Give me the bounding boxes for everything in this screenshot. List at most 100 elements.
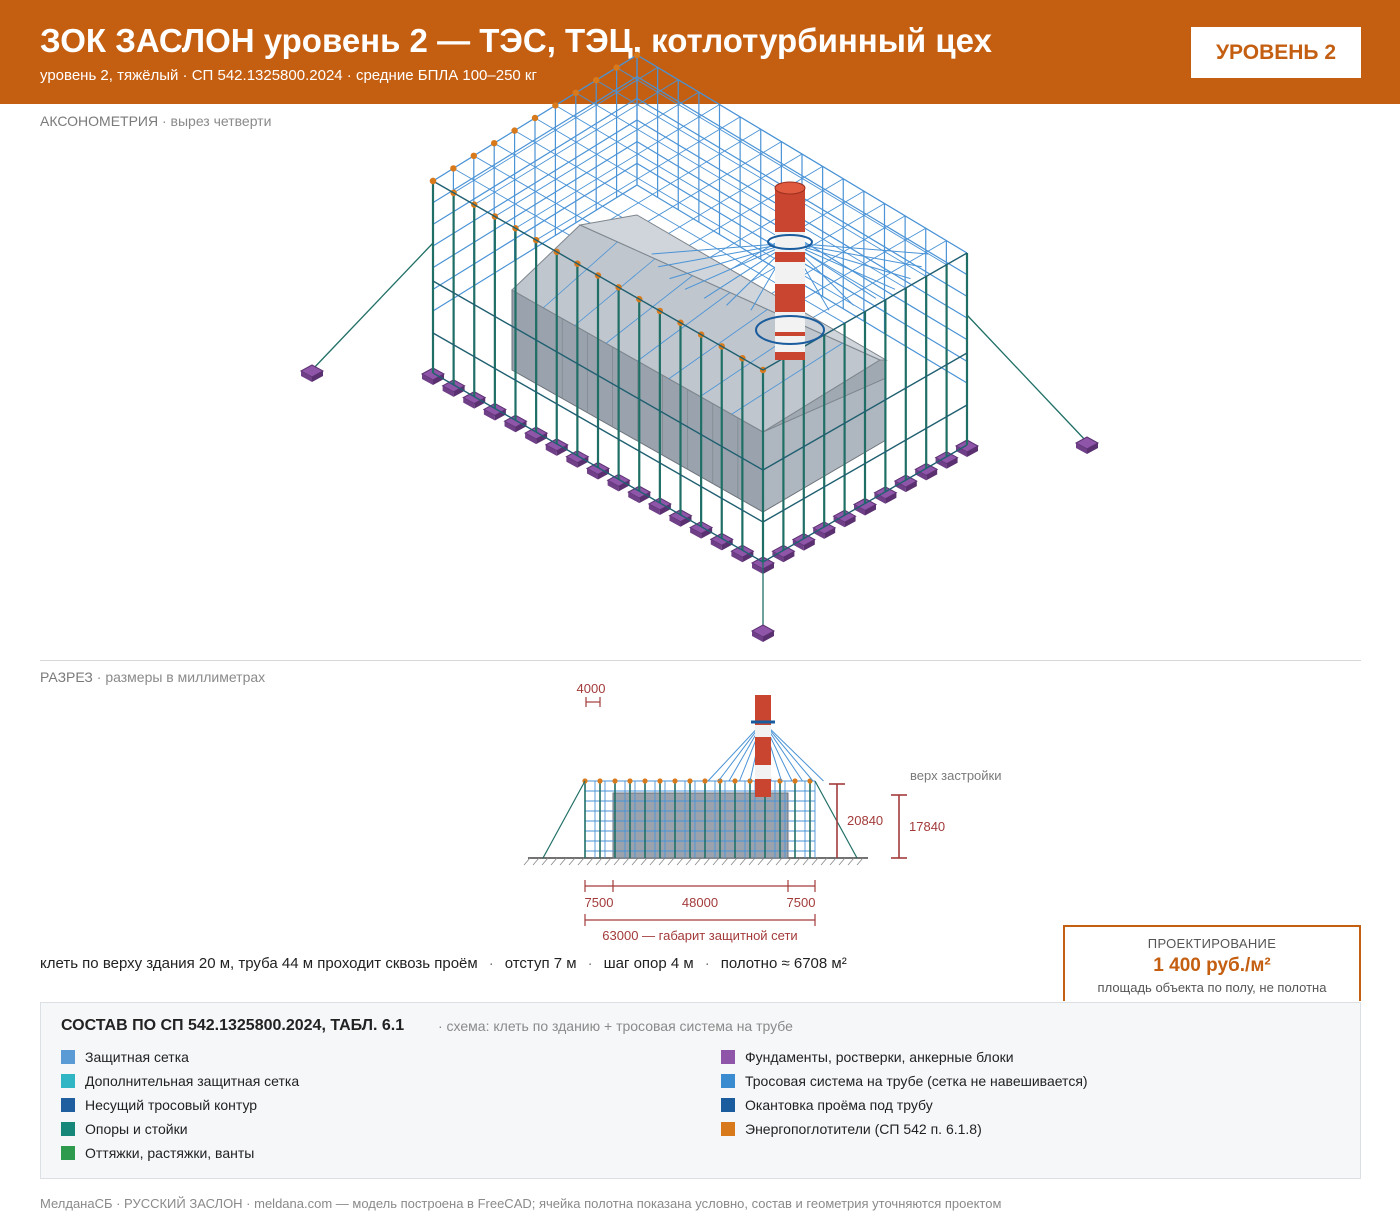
cage-chord xyxy=(762,444,968,563)
stack-body xyxy=(755,695,771,797)
ground-hatch xyxy=(694,857,702,866)
foundation-side xyxy=(772,551,784,563)
ground-hatch xyxy=(712,857,720,866)
foundation-side xyxy=(566,456,578,468)
ground-hatch xyxy=(730,857,738,866)
ground-hatch xyxy=(649,857,657,866)
dimension-annotations: 4000 верх застройки 20840 17840 7500 480… xyxy=(577,681,1002,943)
foundation-side xyxy=(854,504,865,516)
price-box: ПРОЕКТИРОВАНИЕ 1 400 руб./м² площадь объ… xyxy=(1063,925,1361,1001)
energy-absorber xyxy=(572,89,579,97)
foundation-side xyxy=(453,385,465,397)
stack-top xyxy=(774,181,806,195)
ground-hatch xyxy=(748,857,756,866)
ground-hatch xyxy=(568,857,576,866)
legend-swatch xyxy=(721,1050,735,1064)
axonometry-title: АКСОНОМЕТРИЯ xyxy=(40,113,159,129)
stack-cable xyxy=(707,721,764,782)
stack-cable xyxy=(684,242,791,290)
ground-hatch xyxy=(739,857,747,866)
mesh-horizontal xyxy=(432,119,638,247)
ground-hatch xyxy=(595,857,603,866)
energy-absorber xyxy=(717,778,723,784)
foundation-side xyxy=(587,468,598,480)
foundation-side xyxy=(721,539,733,551)
foundation-side xyxy=(844,516,856,528)
ground-hatch xyxy=(703,857,711,866)
ground-hatch xyxy=(604,857,612,866)
foundation-side xyxy=(710,539,722,551)
ground-hatch xyxy=(838,857,846,866)
foundation-side xyxy=(792,539,804,551)
foundation-side xyxy=(515,421,527,433)
ground-hatch xyxy=(523,857,531,866)
stack-white-band xyxy=(755,765,771,779)
dim-pitch-text: 4000 xyxy=(577,681,606,696)
legend-swatch xyxy=(61,1146,75,1160)
summary-line: клеть по верху здания 20 м, труба 44 м п… xyxy=(40,955,847,972)
legend-scheme: · схема: клеть по зданию + тросовая сист… xyxy=(438,1018,793,1034)
ground-hatch xyxy=(811,857,819,866)
legend-item: Фундаменты, ростверки, анкерные блоки xyxy=(721,1045,1088,1069)
foundation-side xyxy=(598,468,609,480)
ground-hatch xyxy=(856,857,864,866)
energy-absorber xyxy=(627,778,633,784)
energy-absorber xyxy=(633,51,641,59)
price-value: 1 400 руб./м² xyxy=(1153,955,1271,976)
stack-cable xyxy=(658,242,791,268)
energy-absorber xyxy=(531,114,539,122)
legend-title: СОСТАВ ПО СП 542.1325800.2024, ТАБЛ. 6.1 xyxy=(61,1017,405,1034)
ground-hatch xyxy=(721,857,729,866)
energy-absorber xyxy=(642,778,648,784)
foundation-side xyxy=(680,515,692,527)
ground-hatch xyxy=(784,857,792,866)
ground-hatch xyxy=(577,857,585,866)
energy-absorber xyxy=(429,177,437,185)
energy-absorber xyxy=(450,165,457,172)
foundation-side xyxy=(915,469,927,481)
energy-absorber xyxy=(672,778,678,784)
guy-lines xyxy=(299,242,1100,642)
cage-chord xyxy=(432,180,764,371)
energy-absorber xyxy=(657,778,663,784)
roof-mesh-line xyxy=(605,275,693,344)
summary-offset: отступ 7 м xyxy=(504,955,577,972)
legend-swatch xyxy=(61,1074,75,1088)
foundation-side xyxy=(865,504,876,516)
foundation-side xyxy=(463,397,475,409)
ground-hatch xyxy=(586,857,594,866)
legend-swatch xyxy=(61,1122,75,1136)
stack-white-band xyxy=(775,232,805,252)
header-banner: ЗОК ЗАСЛОН уровень 2 — ТЭС, ТЭЦ, котлоту… xyxy=(0,0,1400,104)
legend-swatch xyxy=(721,1122,735,1136)
ground-hatch xyxy=(550,857,558,866)
foundation-side xyxy=(536,433,548,445)
foundation-side xyxy=(967,446,978,457)
axonometric-view xyxy=(299,51,1100,642)
foundation-side xyxy=(577,456,589,468)
price-label: ПРОЕКТИРОВАНИЕ xyxy=(1147,936,1277,951)
stack-cable xyxy=(789,242,911,280)
axonometry-note: · вырез четверти xyxy=(161,113,272,129)
legend-swatch xyxy=(721,1098,735,1112)
legend-item: Тросовая система на трубе (сетка не наве… xyxy=(721,1069,1088,1093)
legend-item: Защитная сетка xyxy=(61,1045,299,1069)
summary-pitch: шаг опор 4 м xyxy=(603,955,694,972)
energy-absorber xyxy=(613,64,620,71)
ground-hatch xyxy=(640,857,648,866)
energy-absorber xyxy=(702,778,708,784)
cage-chord xyxy=(762,404,968,523)
foundation-side xyxy=(935,457,947,469)
foundation-side xyxy=(752,631,763,642)
energy-absorber xyxy=(597,778,603,784)
page-subtitle: уровень 2, тяжёлый · СП 542.1325800.2024… xyxy=(40,67,537,84)
cage-chord xyxy=(432,372,764,563)
ground-hatch xyxy=(775,857,783,866)
foundation-side xyxy=(690,527,702,539)
roof-mesh-line xyxy=(453,66,658,194)
cage-chord xyxy=(432,332,764,523)
roof-mesh-line xyxy=(535,116,741,241)
ground-hatch xyxy=(802,857,810,866)
foundation-side xyxy=(956,446,967,457)
legend-column-left: Защитная сетка Дополнительная защитная с… xyxy=(61,1045,299,1165)
